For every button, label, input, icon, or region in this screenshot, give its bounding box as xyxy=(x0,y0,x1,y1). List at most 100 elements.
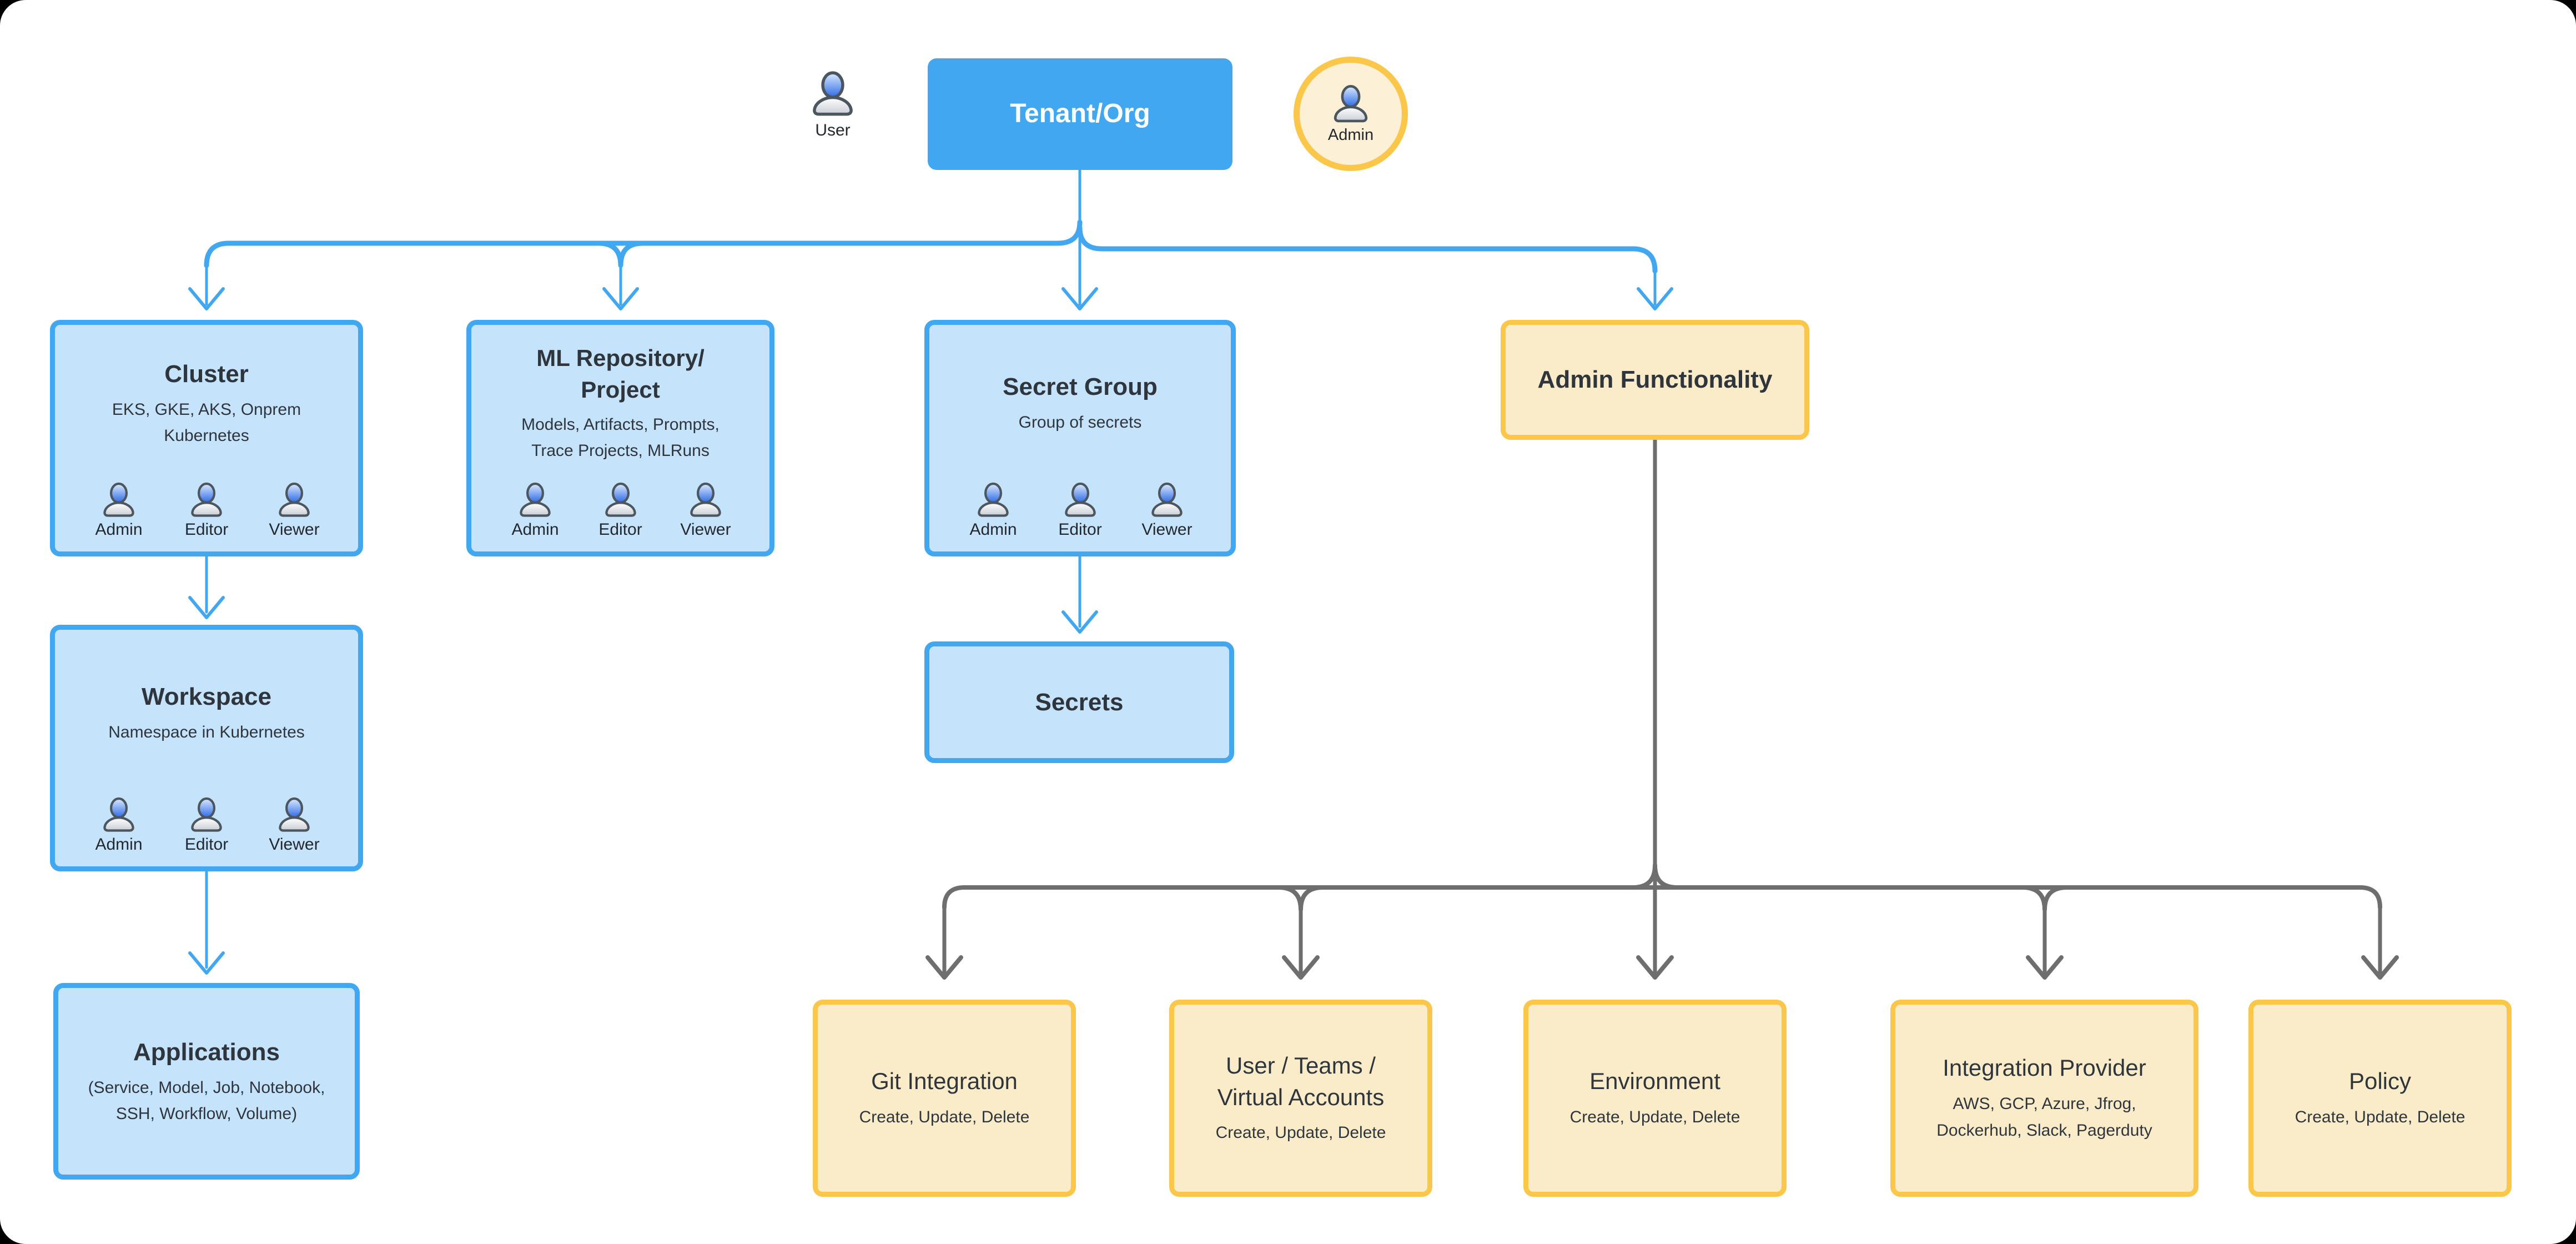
workspace-subtitle: Namespace in Kubernetes xyxy=(108,723,305,742)
node-text: Environment Create, Update, Delete xyxy=(1528,1005,1782,1192)
role-viewer: Viewer xyxy=(673,481,738,539)
role-label: Admin xyxy=(95,520,143,539)
arrowhead-userteams xyxy=(1282,955,1320,980)
arrowhead-git xyxy=(925,955,963,980)
role-editor: Editor xyxy=(588,481,653,539)
person-icon xyxy=(100,796,138,834)
userteams-title: User / Teams / Virtual Accounts xyxy=(1217,1052,1385,1110)
role-label: Editor xyxy=(1058,520,1102,539)
secretgroup-title: Secret Group xyxy=(1003,373,1158,401)
userteams-subtitle: Create, Update, Delete xyxy=(1215,1123,1386,1142)
node-text: Admin Functionality xyxy=(1506,325,1804,435)
node-integration-provider: Integration Provider AWS, GCP, Azure, Jf… xyxy=(1890,1000,2198,1197)
integration-subtitle: AWS, GCP, Azure, Jfrog, Dockerhub, Slack… xyxy=(1936,1094,2152,1140)
role-label: Viewer xyxy=(1141,520,1193,539)
connector-admin-right-horizontal xyxy=(1653,885,2382,910)
role-label: Viewer xyxy=(680,520,731,539)
node-text: Applications (Service, Model, Job, Noteb… xyxy=(58,988,355,1175)
admin-figure: Admin xyxy=(1294,57,1408,171)
node-text: ML Repository/ Project Models, Artifacts… xyxy=(471,325,769,481)
node-text: Integration Provider AWS, GCP, Azure, Jf… xyxy=(1895,1005,2193,1192)
role-label: Editor xyxy=(184,520,229,539)
roles-row: Admin Editor Viewer xyxy=(929,481,1231,551)
node-git-integration: Git Integration Create, Update, Delete xyxy=(813,1000,1076,1197)
roles-row: Admin Editor Viewer xyxy=(55,481,358,551)
user-icon xyxy=(808,70,857,119)
tenant-title: Tenant/Org xyxy=(1010,99,1150,129)
role-label: Editor xyxy=(598,520,642,539)
role-label: Viewer xyxy=(269,835,320,854)
node-text: Git Integration Create, Update, Delete xyxy=(818,1005,1071,1192)
node-text: Policy Create, Update, Delete xyxy=(2253,1005,2507,1192)
user-label: User xyxy=(815,121,851,139)
node-text: Secret Group Group of secrets xyxy=(929,325,1231,481)
role-editor: Editor xyxy=(1048,481,1113,539)
node-secrets: Secrets xyxy=(924,641,1234,763)
person-icon xyxy=(1061,481,1099,519)
admin-label: Admin xyxy=(1327,126,1374,144)
node-policy: Policy Create, Update, Delete xyxy=(2248,1000,2512,1197)
user-figure: User xyxy=(799,70,866,140)
role-editor: Editor xyxy=(174,796,239,854)
person-icon xyxy=(974,481,1012,519)
node-cluster: Cluster EKS, GKE, AKS, Onprem Kubernetes… xyxy=(50,320,363,556)
git-subtitle: Create, Update, Delete xyxy=(859,1107,1030,1126)
mlrepo-subtitle: Models, Artifacts, Prompts, Trace Projec… xyxy=(521,415,720,460)
applications-subtitle: (Service, Model, Job, Notebook, SSH, Wor… xyxy=(88,1079,325,1123)
role-viewer: Viewer xyxy=(1134,481,1200,539)
role-admin: Admin xyxy=(960,481,1026,539)
workspace-title: Workspace xyxy=(142,683,271,711)
mlrepo-title: ML Repository/ Project xyxy=(536,344,705,403)
chain-connector-group xyxy=(188,555,1098,975)
person-icon xyxy=(188,796,225,834)
person-icon xyxy=(687,481,724,519)
arrowhead-secrets xyxy=(1061,610,1098,634)
person-icon xyxy=(602,481,640,519)
tenant-connector-group xyxy=(188,168,1673,310)
person-icon xyxy=(100,481,138,519)
roles-row: Admin Editor Viewer xyxy=(471,481,769,551)
role-admin: Admin xyxy=(502,481,568,539)
roles-row: Admin Editor Viewer xyxy=(55,796,358,866)
arrowhead-applications xyxy=(188,951,225,975)
git-title: Git Integration xyxy=(871,1068,1018,1095)
node-secret-group: Secret Group Group of secrets Admin Edit… xyxy=(924,320,1236,556)
connector-right-horizontal xyxy=(1077,225,1658,274)
node-text: Workspace Namespace in Kubernetes xyxy=(55,630,358,796)
policy-title: Policy xyxy=(2348,1068,2412,1095)
role-label: Admin xyxy=(969,520,1017,539)
node-admin-functionality: Admin Functionality xyxy=(1501,320,1809,440)
policy-subtitle: Create, Update, Delete xyxy=(2295,1107,2466,1126)
cluster-title: Cluster xyxy=(164,360,249,388)
node-tenant-org: Tenant/Org xyxy=(928,58,1232,170)
person-icon xyxy=(1148,481,1186,519)
adminfunc-title: Admin Functionality xyxy=(1537,366,1773,394)
arrowhead-mlrepo xyxy=(602,287,639,310)
node-user-teams-virtual-accounts: User / Teams / Virtual Accounts Create, … xyxy=(1169,1000,1432,1197)
admin-icon xyxy=(1330,84,1371,125)
arrowhead-secretgroup xyxy=(1061,287,1098,310)
node-workspace: Workspace Namespace in Kubernetes Admin … xyxy=(50,625,363,871)
role-label: Viewer xyxy=(269,520,320,539)
person-icon xyxy=(275,481,313,519)
secrets-title: Secrets xyxy=(1035,688,1124,716)
role-label: Admin xyxy=(511,520,559,539)
person-icon xyxy=(188,481,225,519)
node-text: User / Teams / Virtual Accounts Create, … xyxy=(1174,1005,1427,1192)
role-editor: Editor xyxy=(174,481,239,539)
arrowhead-workspace xyxy=(188,596,225,619)
role-admin: Admin xyxy=(86,481,152,539)
arrowhead-adminfunc xyxy=(1637,287,1673,310)
node-ml-repository: ML Repository/ Project Models, Artifacts… xyxy=(466,320,774,556)
admin-connector-group xyxy=(925,438,2399,980)
arrowhead-integration xyxy=(2026,955,2064,980)
node-environment: Environment Create, Update, Delete xyxy=(1523,1000,1787,1197)
person-icon xyxy=(516,481,554,519)
secretgroup-subtitle: Group of secrets xyxy=(1018,413,1142,432)
arrowhead-environment xyxy=(1636,955,1674,980)
arrowhead-cluster xyxy=(188,287,225,310)
node-text: Cluster EKS, GKE, AKS, Onprem Kubernetes xyxy=(55,325,358,481)
role-admin: Admin xyxy=(86,796,152,854)
